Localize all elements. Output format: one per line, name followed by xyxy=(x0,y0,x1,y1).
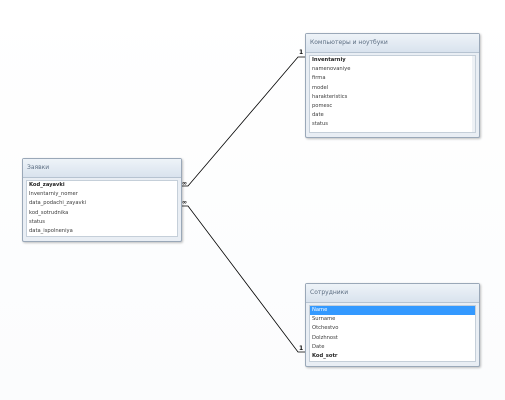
table-title[interactable]: Компьютеры и ноутбуки xyxy=(306,34,479,53)
table-computers[interactable]: Компьютеры и ноутбуки Inventarniy namenov… xyxy=(305,33,480,138)
table-field[interactable]: kod_sotrudnika xyxy=(29,209,69,216)
table-field[interactable]: Dolzhnost xyxy=(312,334,338,341)
table-field[interactable]: Name xyxy=(310,306,475,316)
relationship-line-zayavki-sotrudniki[interactable] xyxy=(180,205,306,353)
table-field[interactable]: Otchestvo xyxy=(312,325,339,332)
table-field[interactable]: model xyxy=(312,84,329,91)
table-field[interactable]: Date xyxy=(312,343,325,350)
table-field[interactable]: data_ispolneniya xyxy=(29,227,73,234)
table-field[interactable]: Inventarniy_nomer xyxy=(29,191,78,198)
table-field[interactable]: date xyxy=(312,112,324,119)
table-field[interactable]: firma xyxy=(312,75,326,82)
table-field[interactable]: Kod_sotr xyxy=(312,352,338,359)
field-list[interactable]: Inventarniy namenovaniye firma model harakte… xyxy=(309,55,476,133)
table-field[interactable]: data_podachi_zayavki xyxy=(29,200,87,207)
table-field[interactable]: harakteristics xyxy=(312,93,348,100)
table-title[interactable]: Сотрудники xyxy=(306,284,479,303)
table-field[interactable]: Inventarniy xyxy=(312,57,346,63)
relationship-line-zayavki-computers[interactable] xyxy=(180,56,306,187)
table-field[interactable]: namenovaniye xyxy=(312,66,351,73)
table-field[interactable]: pomesc xyxy=(312,102,333,109)
table-field[interactable]: status xyxy=(29,218,45,225)
relationship-many-label-computers: ∞ xyxy=(182,180,187,187)
table-field[interactable]: Surname xyxy=(312,316,336,323)
relationship-many-label-sotrudniki: ∞ xyxy=(182,199,187,206)
relationship-one-label-computers: 1 xyxy=(299,49,304,56)
table-title[interactable]: Заявки xyxy=(23,159,181,178)
scrollbar[interactable] xyxy=(472,56,475,132)
table-field[interactable]: Kod_zayavki xyxy=(29,182,65,188)
relationship-one-label-sotrudniki: 1 xyxy=(299,345,304,352)
table-field[interactable]: status xyxy=(312,121,328,128)
